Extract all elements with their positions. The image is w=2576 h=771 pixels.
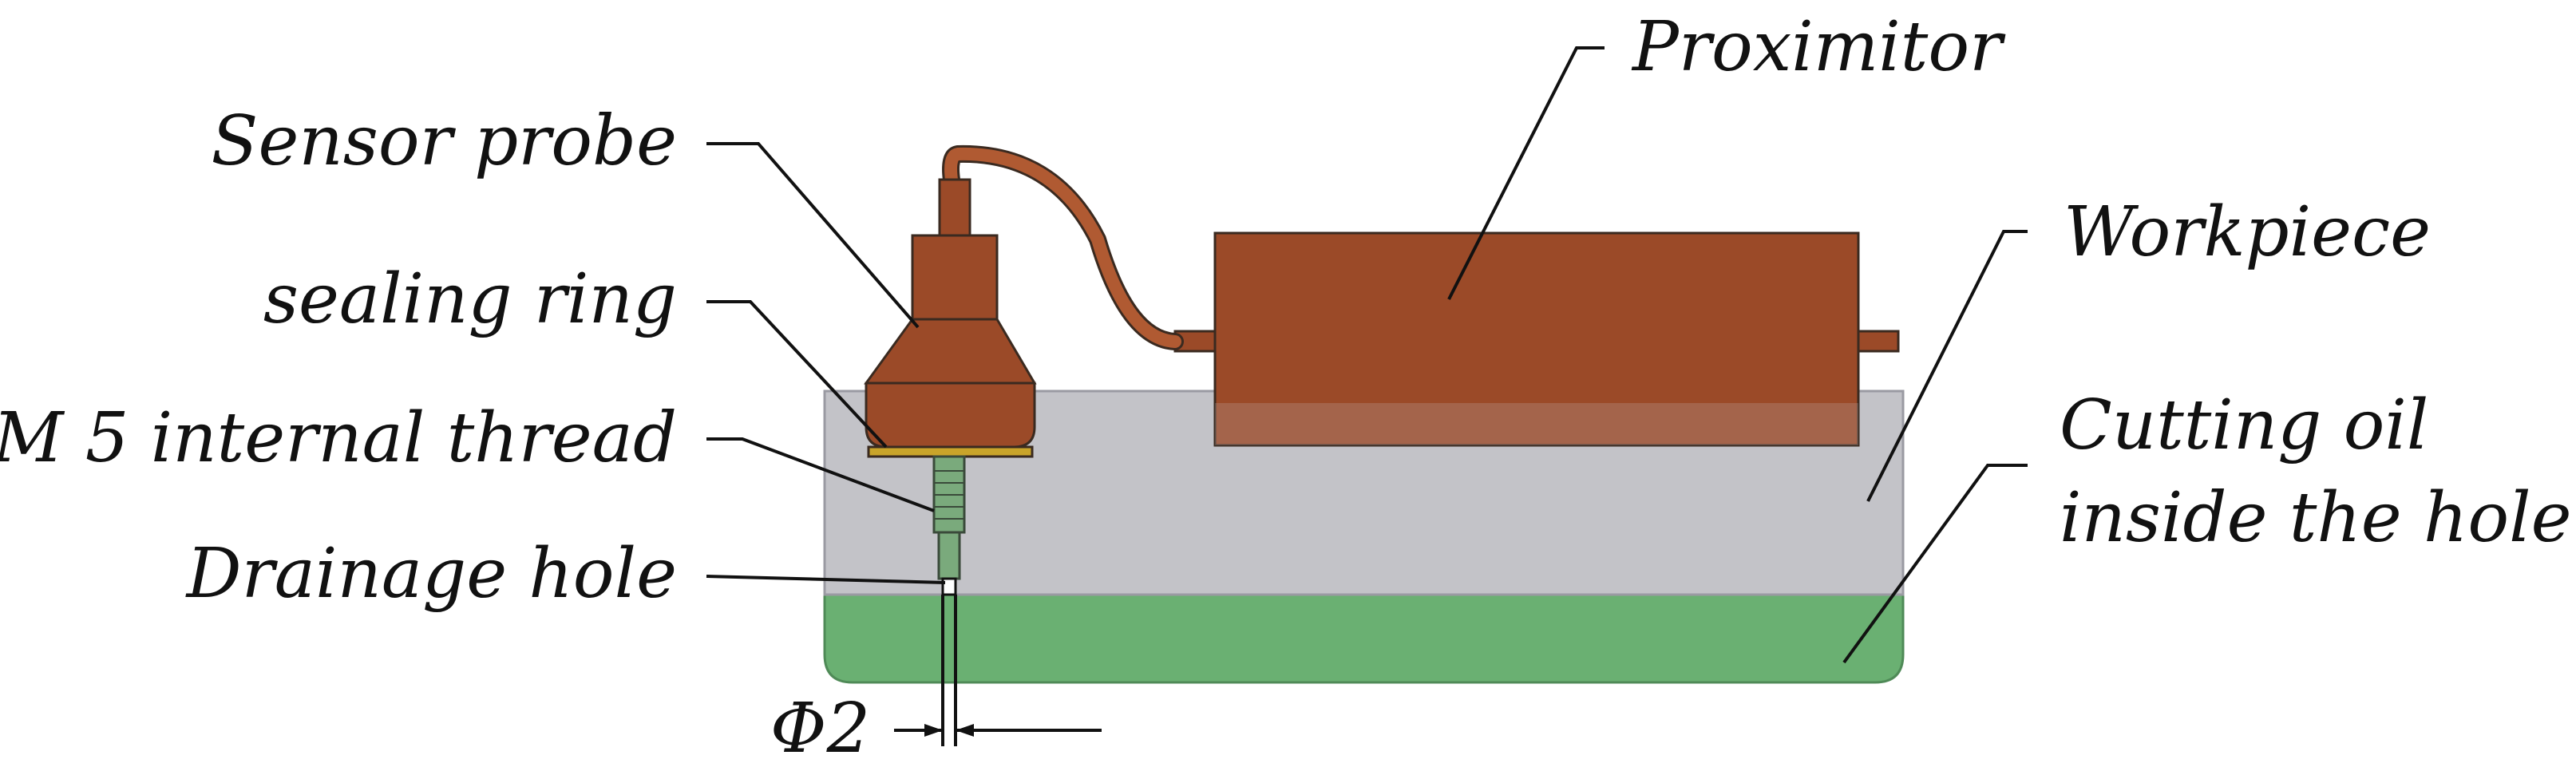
thread-label: M 5 internal thread	[0, 398, 677, 478]
leader-workpiece	[1866, 230, 2028, 502]
leader-sensor-probe	[706, 142, 920, 329]
leader-cutting-oil	[1842, 464, 2028, 664]
proximitor-label: Proximitor	[1631, 7, 2006, 87]
cutting-oil-label-line1: Cutting oil	[2060, 386, 2428, 465]
probe-upper-body	[911, 234, 999, 321]
leader-thread	[706, 437, 935, 512]
cutting-oil-label-line2: inside the hole	[2060, 478, 2572, 558]
drainage-hole	[941, 577, 957, 596]
leader-proximitor	[1447, 46, 1605, 300]
sealing-ring	[867, 445, 1034, 458]
dimension-arrowhead-left	[924, 724, 943, 737]
sealing-ring-label: sealing ring	[263, 259, 677, 339]
dimension-arrowhead-right	[956, 724, 974, 737]
leader-sealing-ring	[706, 300, 888, 449]
leader-drainage-hole	[706, 575, 946, 584]
cutting-oil-layer	[823, 593, 1905, 684]
proximitor-overlap-shade	[1215, 403, 1858, 445]
workpiece-label: Workpiece	[2064, 192, 2431, 272]
probe-cone	[864, 318, 1037, 385]
drainage-hole-label: Drainage hole	[185, 534, 677, 614]
diameter-label: Φ2	[770, 689, 870, 769]
probe-tip	[937, 531, 961, 580]
sensor-cable-fill	[944, 147, 1181, 348]
sensor-probe-label: Sensor probe	[212, 101, 677, 181]
proximitor-box	[1213, 231, 1860, 447]
probe-base	[865, 382, 1036, 449]
proximitor-right-connector	[1857, 330, 1900, 353]
probe-top-cap	[938, 178, 971, 237]
